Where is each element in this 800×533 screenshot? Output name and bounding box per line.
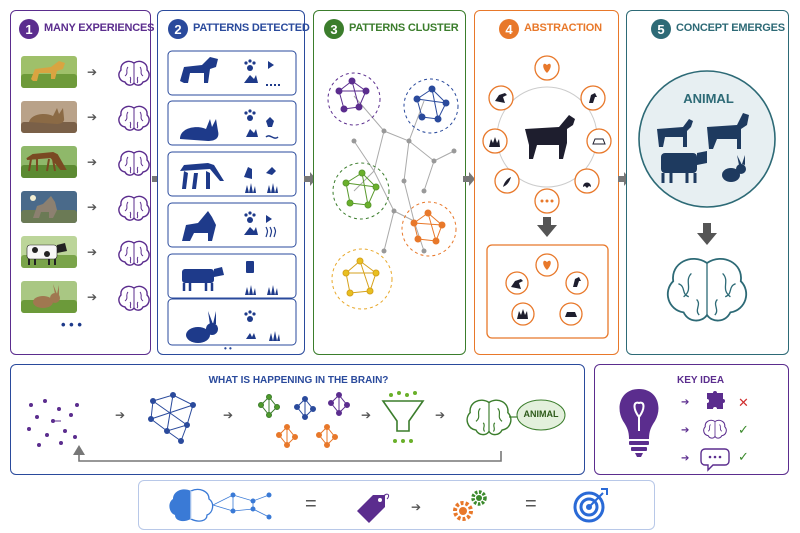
experience-row-cow: ➔ [21,236,150,268]
gears-icon [453,490,487,521]
brain-network-icon [169,488,272,522]
svg-text:➔: ➔ [87,290,97,304]
svg-text:➔: ➔ [681,397,689,408]
experience-row-horse: ➔ [21,146,150,178]
abstraction-diagram [482,55,612,339]
svg-text:➔: ➔ [681,453,689,464]
svg-text:➔: ➔ [87,65,97,79]
panel-brain-process: WHAT IS HAPPENING IN THE BRAIN? ➔ ➔ ➔ ➔ [10,364,585,475]
experience-row-wolf: ➔ [21,191,150,223]
panel-patterns-cluster: 3 PATTERNS CLUSTER [313,10,466,355]
svg-text:➔: ➔ [87,200,97,214]
equals-sign: = [525,493,537,515]
more-experiences-ellipsis: • • • [61,317,82,332]
concept-label: ANIMAL [683,91,734,106]
output-concept-label: ANIMAL [523,409,559,419]
target-icon [573,488,608,523]
equals-sign: = [305,493,317,515]
panel-concept-emerges: 5 CONCEPT EMERGES ANIMAL [626,10,789,355]
panel-abstraction: 4 ABSTRACTION [474,10,619,355]
svg-text:➔: ➔ [411,500,421,514]
concept-diagram [638,70,776,322]
panel-title: PATTERNS CLUSTER [349,22,459,34]
panel-patterns-detected: 2 PATTERNS DETECTED [157,10,310,355]
panel-title: ABSTRACTION [524,22,602,34]
speech-bubble-icon [700,448,730,472]
funnel-icon [381,391,425,443]
step-number-3: 3 [324,19,344,39]
key-idea-mark-check: ✓ [738,450,749,465]
panel-equation: ➔ = = [138,480,655,530]
svg-text:➔: ➔ [361,408,371,422]
panel-key-idea: KEY IDEA ➔ ➔ ➔ ✕ ✓ ✓ [594,364,789,475]
svg-text:➔: ➔ [435,408,445,422]
flow-arrow-icon [463,172,475,186]
tag-icon [357,493,390,523]
svg-text:➔: ➔ [87,245,97,259]
svg-text:➔: ➔ [223,408,233,422]
svg-text:➔: ➔ [87,110,97,124]
experience-row-cat: ➔ [21,101,150,133]
svg-text:➔: ➔ [87,155,97,169]
key-idea-graphic: ➔ ➔ ➔ [619,389,730,472]
brain-process-title: WHAT IS HAPPENING IN THE BRAIN? [208,375,389,386]
brain-process-flow: ➔ ➔ ➔ ➔ [27,391,566,462]
svg-text:➔: ➔ [681,425,689,436]
lightbulb-icon [619,389,659,457]
experience-row-dog: ➔ [21,56,150,88]
panel-title: CONCEPT EMERGES [676,22,785,34]
pattern-cards [167,50,297,346]
equation-graphic: ➔ [169,488,608,523]
step-number-5: 5 [651,19,671,39]
key-idea-title: KEY IDEA [677,375,725,386]
experiences-column: ➔ ➔ ➔ ➔ ➔ [21,56,150,313]
key-idea-mark-check: ✓ [738,423,749,438]
more-patterns-ellipsis: • • [224,344,232,353]
cluster-network [327,72,459,310]
panel-title: MANY EXPERIENCES [44,22,155,34]
puzzle-icon [707,391,725,409]
key-idea-mark-cross: ✕ [738,396,749,411]
step-number-4: 4 [499,19,519,39]
step-number-2: 2 [168,19,188,39]
panel-many-experiences: 1 MANY EXPERIENCES ➔ ➔ ➔ [10,10,155,355]
experience-row-rabbit: ➔ [21,281,150,313]
panel-title: PATTERNS DETECTED [193,22,310,34]
step-number-1: 1 [19,19,39,39]
svg-text:➔: ➔ [115,408,125,422]
